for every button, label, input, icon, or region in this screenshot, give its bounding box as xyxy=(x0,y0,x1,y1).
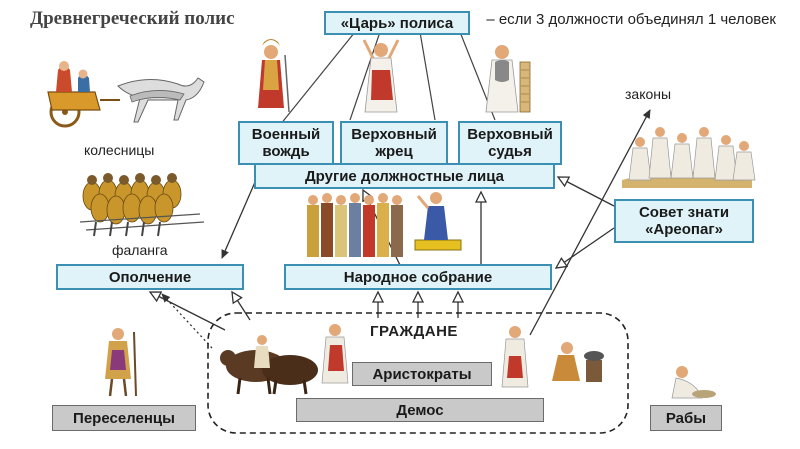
box-demos: Демос xyxy=(296,398,544,422)
box-aristocrats: Аристократы xyxy=(352,362,492,386)
label-phalanx: фаланга xyxy=(112,242,168,258)
council-elders xyxy=(622,127,756,188)
box-slaves: Рабы xyxy=(650,405,722,431)
slave-figure xyxy=(671,366,716,399)
box-council: Совет знати «Ареопаг» xyxy=(614,199,754,243)
box-high-priest: Верховный жрец xyxy=(340,121,448,165)
priest-figure xyxy=(362,39,400,113)
box-high-judge: Верховный судья xyxy=(458,121,562,165)
king-note: – если 3 должности объединял 1 человек xyxy=(486,11,776,28)
label-citizens: ГРАЖДАНЕ xyxy=(370,323,458,340)
label-laws: законы xyxy=(625,86,672,102)
arrow-citizens-militia-2 xyxy=(232,292,251,321)
assembly-crowd xyxy=(307,192,462,257)
chariot-illustration xyxy=(47,61,205,128)
box-settlers: Переселенцы xyxy=(52,405,196,431)
box-militia: Ополчение xyxy=(56,264,244,290)
judge-figure xyxy=(485,45,531,113)
citizens-region xyxy=(207,312,629,434)
citizen-figures xyxy=(321,324,604,388)
box-assembly: Народное собрание xyxy=(284,264,552,290)
phalanx-illustration xyxy=(79,173,205,237)
settler-figure xyxy=(105,328,137,397)
arrow-settlers-militia xyxy=(161,293,213,349)
label-chariots: колесницы xyxy=(84,142,155,158)
arrow-council-officials xyxy=(558,177,615,207)
box-military-leader: Военный вождь xyxy=(238,121,334,165)
king-figure xyxy=(258,39,290,113)
box-king: «Царь» полиса xyxy=(324,11,470,35)
oxen-plowing xyxy=(220,335,318,395)
arrow-council-assembly xyxy=(556,227,615,268)
diagram-title: Древнегреческий полис xyxy=(30,8,235,29)
box-other-officials: Другие должностные лица xyxy=(254,163,555,189)
arrow-citizens-laws xyxy=(529,109,651,336)
